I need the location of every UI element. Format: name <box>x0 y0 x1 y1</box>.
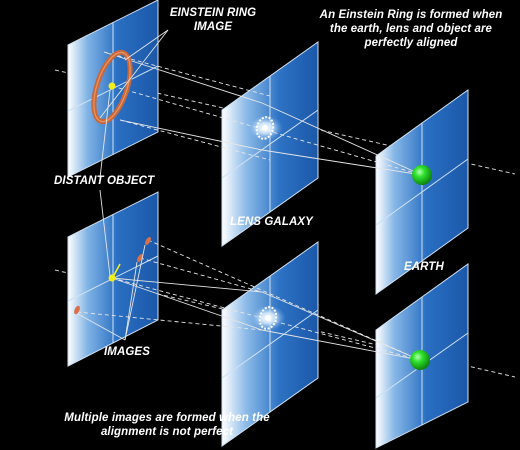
label-pointers-top <box>99 29 169 179</box>
ring-caption: An Einstein Ring is formed when the eart… <box>319 9 503 49</box>
lensed-images <box>74 236 151 315</box>
distant-object-label: DISTANT OBJECT <box>54 175 155 187</box>
label-pointers-bottom <box>77 189 146 341</box>
lens-galaxy-top <box>247 115 283 141</box>
images-label: IMAGES <box>104 346 150 358</box>
einstein-ring-image-label: EINSTEIN RING IMAGE <box>169 7 257 33</box>
lens-galaxy-panel-bottom <box>221 241 319 447</box>
arc-image-2 <box>145 236 151 246</box>
lens-galaxy-label: LENS GALAXY <box>230 216 313 228</box>
earth-top <box>412 165 432 185</box>
arc-image-1 <box>137 253 143 263</box>
earth-bottom <box>410 350 430 370</box>
arc-image-3 <box>74 305 80 315</box>
lens-galaxy-bottom <box>250 305 286 331</box>
bottom-light-rays <box>76 239 421 361</box>
multiple-images-caption: Multiple images are formed when the alig… <box>64 412 270 438</box>
distant-object-dot-top <box>108 82 116 90</box>
earth-panel-top <box>375 89 469 295</box>
earth-label: EARTH <box>404 261 444 273</box>
